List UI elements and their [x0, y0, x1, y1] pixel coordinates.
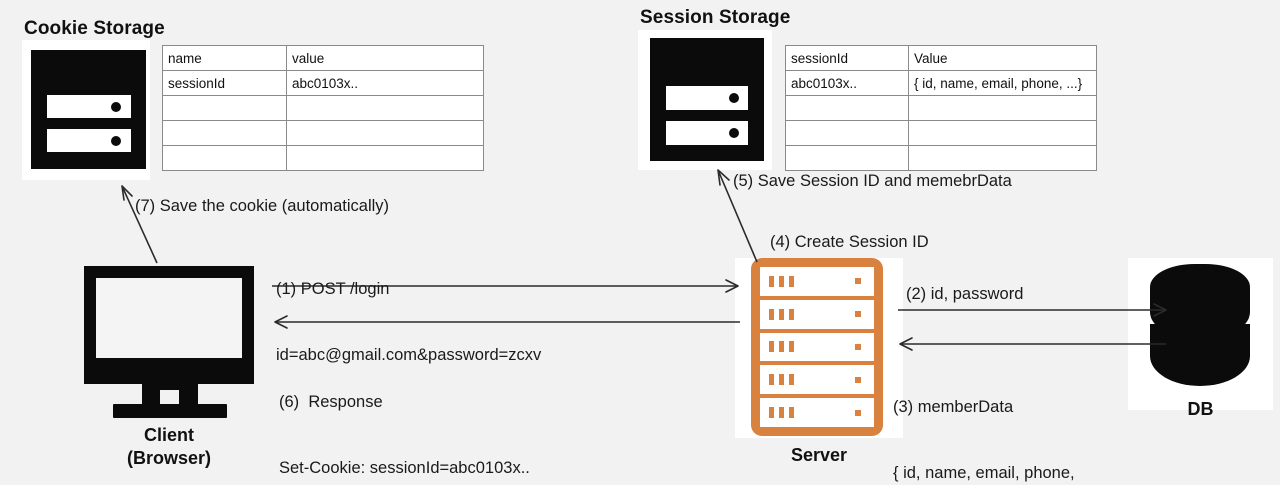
monitor-screen: [96, 278, 242, 358]
flow-label-step3: (3) memberData { id, name, email, phone,…: [893, 352, 1075, 485]
client-caption: Client (Browser): [84, 424, 254, 470]
table-header-cell: sessionId: [785, 45, 909, 71]
flow-label-step3-line1: (3) memberData: [893, 398, 1014, 416]
table-cell: [785, 95, 909, 121]
server-icon: [751, 258, 883, 436]
flow-label-step6-line2: Set-Cookie: sessionId=abc0103x..: [279, 459, 530, 477]
table-header-row: name value: [162, 45, 484, 71]
arrow-step7: [121, 185, 158, 264]
table-cell: abc0103x..: [286, 70, 484, 96]
monitor-frame: [84, 266, 254, 384]
db-caption: DB: [1187, 399, 1214, 419]
arrow-step2: [898, 303, 1167, 317]
client-caption-line2: (Browser): [126, 448, 211, 468]
server-unit: [760, 267, 874, 296]
table-cell: [785, 120, 909, 146]
arrow-step3: [899, 337, 1166, 351]
flow-label-step7: (7) Save the cookie (automatically): [135, 197, 390, 215]
server-unit: [760, 365, 874, 395]
client-monitor-icon: [84, 266, 254, 418]
cookie-storage-table: name value sessionId abc0103x..: [162, 45, 484, 171]
server-unit-led: [855, 343, 861, 350]
table-cell: [286, 120, 484, 146]
table-cell: [162, 95, 287, 121]
flow-label-step6-line1: (6) Response: [279, 393, 383, 411]
server-unit: [760, 332, 874, 362]
rack-slot: [666, 121, 748, 145]
server-unit-bars: [769, 341, 794, 353]
flow-label-step1: (1) POST /login id=abc@gmail.com&passwor…: [276, 234, 541, 410]
table-cell: [286, 95, 484, 121]
table-header-cell: value: [286, 45, 484, 71]
rack-slot: [47, 95, 131, 118]
database-icon: [1150, 264, 1250, 392]
arrow-step6: [274, 315, 740, 329]
session-storage-rack-icon: [650, 38, 764, 161]
flow-label-step6: (6) Response Set-Cookie: sessionId=abc01…: [279, 347, 530, 485]
db-layer-top: [1150, 264, 1250, 310]
table-cell: [162, 120, 287, 146]
table-row: [162, 145, 484, 171]
table-cell: { id, name, email, phone, ...}: [908, 70, 1097, 96]
table-row: [785, 95, 1097, 121]
server-unit-led: [855, 311, 861, 318]
rack-led-icon: [729, 93, 739, 103]
table-cell: [908, 120, 1097, 146]
flow-label-step3-line2: { id, name, email, phone,: [893, 464, 1075, 482]
server-unit: [760, 398, 874, 427]
server-unit-led: [855, 278, 861, 285]
table-row: [162, 120, 484, 146]
rack-slot: [666, 86, 748, 110]
table-row: [785, 145, 1097, 171]
server-unit: [760, 299, 874, 329]
rack-led-icon: [729, 128, 739, 138]
arrow-step1: [272, 279, 739, 293]
monitor-base: [113, 404, 227, 418]
table-cell: sessionId: [162, 70, 287, 96]
flow-label-step1-line2: id=abc@gmail.com&password=zcxv: [276, 346, 542, 364]
rack-led-icon: [111, 136, 121, 146]
table-header-cell: Value: [908, 45, 1097, 71]
flow-label-step1-line1: (1) POST /login: [276, 280, 390, 298]
table-row: [785, 120, 1097, 146]
cookie-storage-title: Cookie Storage: [24, 18, 165, 39]
session-storage-title: Session Storage: [640, 7, 791, 28]
server-unit-bars: [769, 407, 794, 419]
server-unit-led: [855, 376, 861, 383]
server-unit-bars: [769, 308, 794, 320]
rack-slot: [47, 129, 131, 152]
server-caption: Server: [790, 445, 848, 465]
table-cell: [286, 145, 484, 171]
server-unit-bars: [769, 374, 794, 386]
table-header-row: sessionId Value: [785, 45, 1097, 71]
server-unit-bars: [769, 275, 794, 287]
table-row: [162, 95, 484, 121]
table-header-cell: name: [162, 45, 287, 71]
table-cell: [785, 145, 909, 171]
flow-label-step5: (5) Save Session ID and memebrData: [733, 172, 1012, 190]
table-row: abc0103x.. { id, name, email, phone, ...…: [785, 70, 1097, 96]
table-cell: [908, 145, 1097, 171]
flow-label-step2: (2) id, password: [906, 285, 1024, 303]
session-storage-table-real: sessionId Value abc0103x.. { id, name, e…: [785, 45, 1097, 171]
flow-label-step4: (4) Create Session ID: [770, 233, 929, 251]
client-caption-line1: Client: [143, 425, 194, 445]
arrow-step5: [717, 169, 758, 263]
table-cell: [908, 95, 1097, 121]
rack-led-icon: [111, 102, 121, 112]
cookie-storage-rack-icon: [31, 50, 146, 169]
table-row: sessionId abc0103x..: [162, 70, 484, 96]
server-unit-led: [855, 409, 861, 416]
